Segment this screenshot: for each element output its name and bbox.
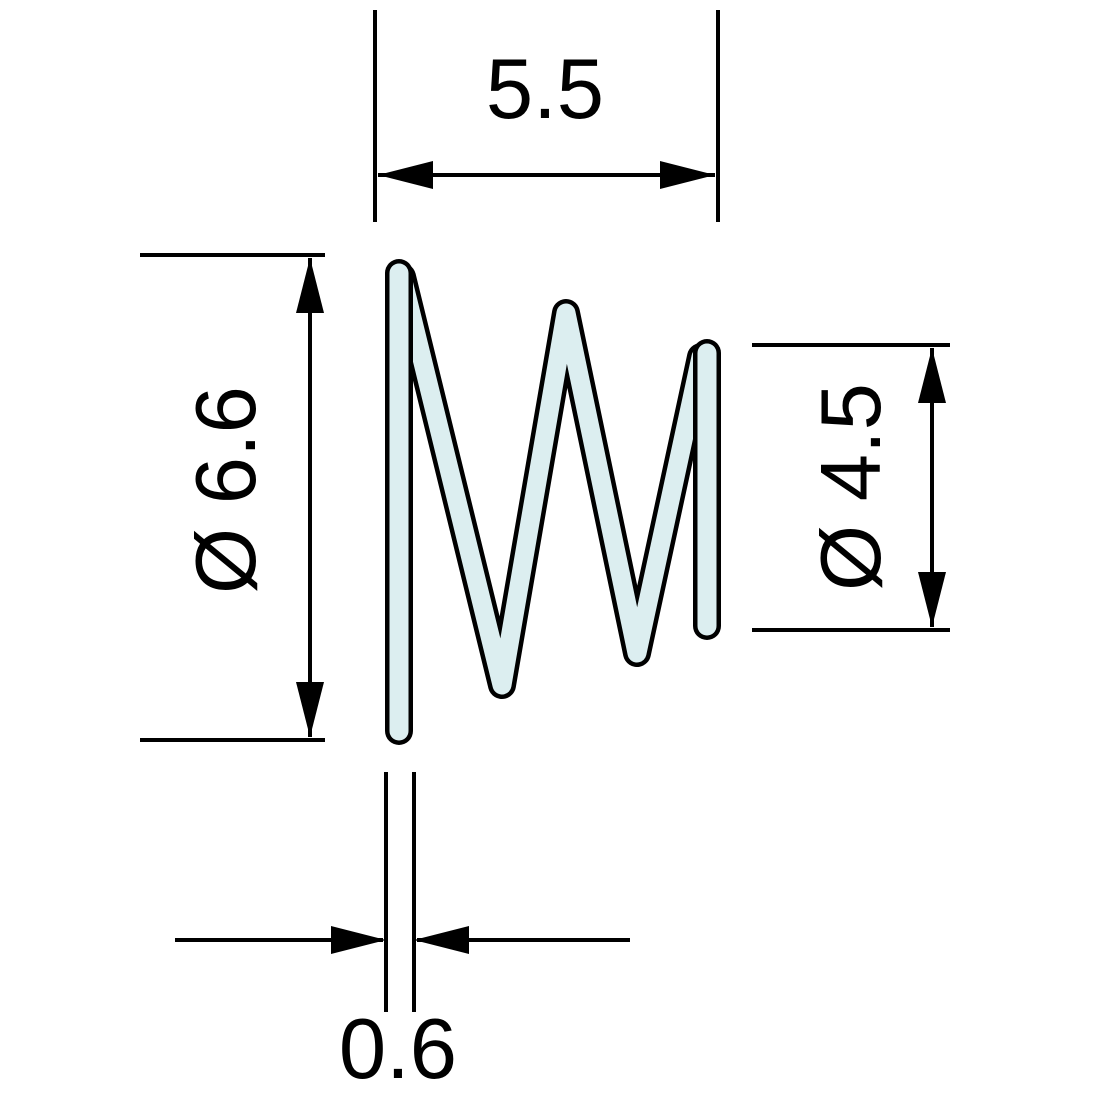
dimension-label-outer-diameter: Ø 6.6 <box>179 386 274 594</box>
arrowhead-inner-top <box>918 348 946 403</box>
arrowhead-inner-bottom <box>918 572 946 627</box>
arrowhead-thickness-left <box>331 926 386 954</box>
dimension-label-width: 5.5 <box>486 42 604 137</box>
arrowhead-thickness-right <box>414 926 469 954</box>
arrowhead-outer-top <box>296 258 324 313</box>
dimension-label-wire-thickness: 0.6 <box>339 1002 457 1097</box>
arrowhead-width-right <box>660 161 715 189</box>
spring-coil <box>392 267 711 695</box>
dimension-label-inner-diameter: Ø 4.5 <box>804 383 899 591</box>
arrowhead-width-left <box>378 161 433 189</box>
arrowhead-outer-bottom <box>296 682 324 737</box>
